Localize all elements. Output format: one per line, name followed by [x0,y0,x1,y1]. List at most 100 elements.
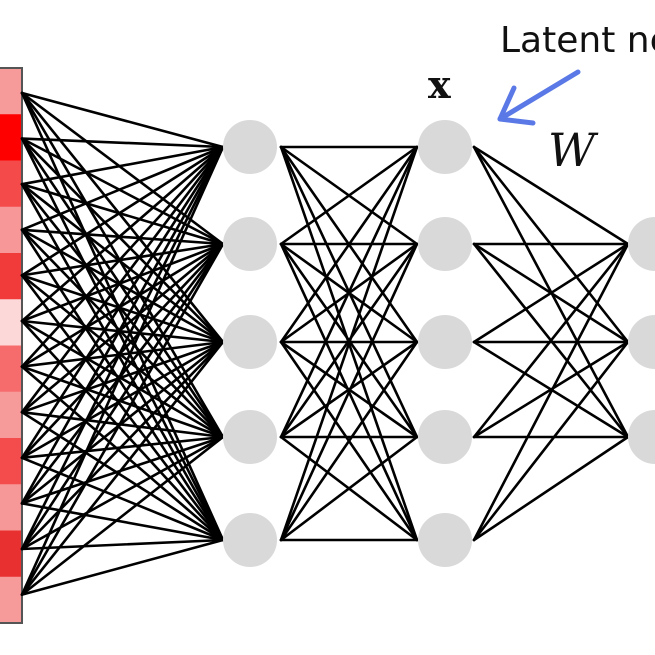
input-cell [0,299,22,346]
input-cell [0,68,22,115]
connection-edge [20,319,225,344]
connection-edge [20,435,225,460]
x-vector-label: x [428,62,451,107]
hidden-node [223,315,277,369]
connection-edge [20,242,225,323]
connection-edge [20,228,225,439]
connection-edge [20,182,225,344]
connection-edge [20,538,225,551]
connection-edge [20,91,225,542]
connection-edge [20,410,225,542]
latent-label: Latent ne [500,20,655,61]
input-vector-bar [0,67,23,624]
input-cell [0,114,22,161]
connection-edge [20,340,225,460]
connection-edge [20,410,225,439]
connection-edge [472,145,630,246]
connection-edge [20,456,225,542]
connection-edge [279,435,419,542]
connection-edge [20,137,225,542]
input-cell [0,253,22,300]
connection-edge [20,145,225,551]
connection-edge [472,242,630,439]
arrow-icon [497,69,581,126]
connection-edge [20,502,225,542]
latent-node [418,217,472,271]
connection-edge [20,242,225,277]
hidden-node [223,120,277,174]
connection-edge [20,228,225,542]
connection-edge [20,242,225,551]
input-cell [0,576,22,624]
connection-edge [20,145,225,277]
network-nodes [223,120,655,567]
network-edges [20,91,630,596]
connection-edge [20,365,225,542]
connection-edge [20,91,225,149]
connection-edge [20,137,225,149]
connection-edge [20,340,225,551]
connection-edge [20,145,225,232]
output-node [628,410,655,464]
connection-edge [20,274,225,344]
connection-edge [279,145,419,246]
input-cell [0,438,22,485]
input-cell [0,484,22,531]
connection-edge [20,274,225,439]
input-cell [0,160,22,208]
w-weight-label: W [548,123,599,177]
connection-edge [20,182,225,246]
connection-edge [20,340,225,505]
connection-edge [279,145,419,439]
input-bar-border [0,67,23,624]
connection-edge [20,182,225,439]
output-node [628,217,655,271]
connection-edge [20,182,225,542]
connection-edge [20,340,225,368]
latent-node [418,315,472,369]
connection-edge [279,145,419,542]
connection-edge [20,274,225,542]
connection-edge [20,319,225,542]
latent-node [418,410,472,464]
connection-edge [20,145,225,596]
connection-edge [472,242,630,542]
input-cell [0,345,22,393]
latent-node [418,513,472,567]
hidden-node [223,513,277,567]
connection-edge [20,242,225,368]
connection-edge [20,340,225,596]
connection-edge [20,145,225,368]
connection-edge [279,242,419,542]
connection-edge [20,145,225,505]
hidden-node [223,217,277,271]
connection-edge [20,145,225,323]
hidden-node [223,410,277,464]
connection-edge [20,137,225,344]
connection-edge [20,365,225,439]
connection-edge [20,228,225,246]
connection-edge [20,538,225,596]
connection-edge [20,145,225,460]
connection-edge [20,242,225,596]
connection-edge [279,340,419,542]
connection-edge [472,340,630,542]
input-cell [0,206,22,254]
input-cell [0,391,22,439]
connection-edge [472,435,630,542]
latent-node [418,120,472,174]
connection-edge [20,319,225,439]
connection-edge [20,340,225,414]
connection-edge [20,145,225,186]
connection-edge [20,435,225,596]
connection-edge [279,145,419,344]
output-node [628,315,655,369]
connection-edge [20,145,225,414]
connection-edge [20,228,225,344]
connection-edge [472,242,630,344]
connection-edge [20,137,225,246]
connection-edge [20,91,225,439]
connection-edge [20,137,225,439]
connection-edge [20,435,225,551]
